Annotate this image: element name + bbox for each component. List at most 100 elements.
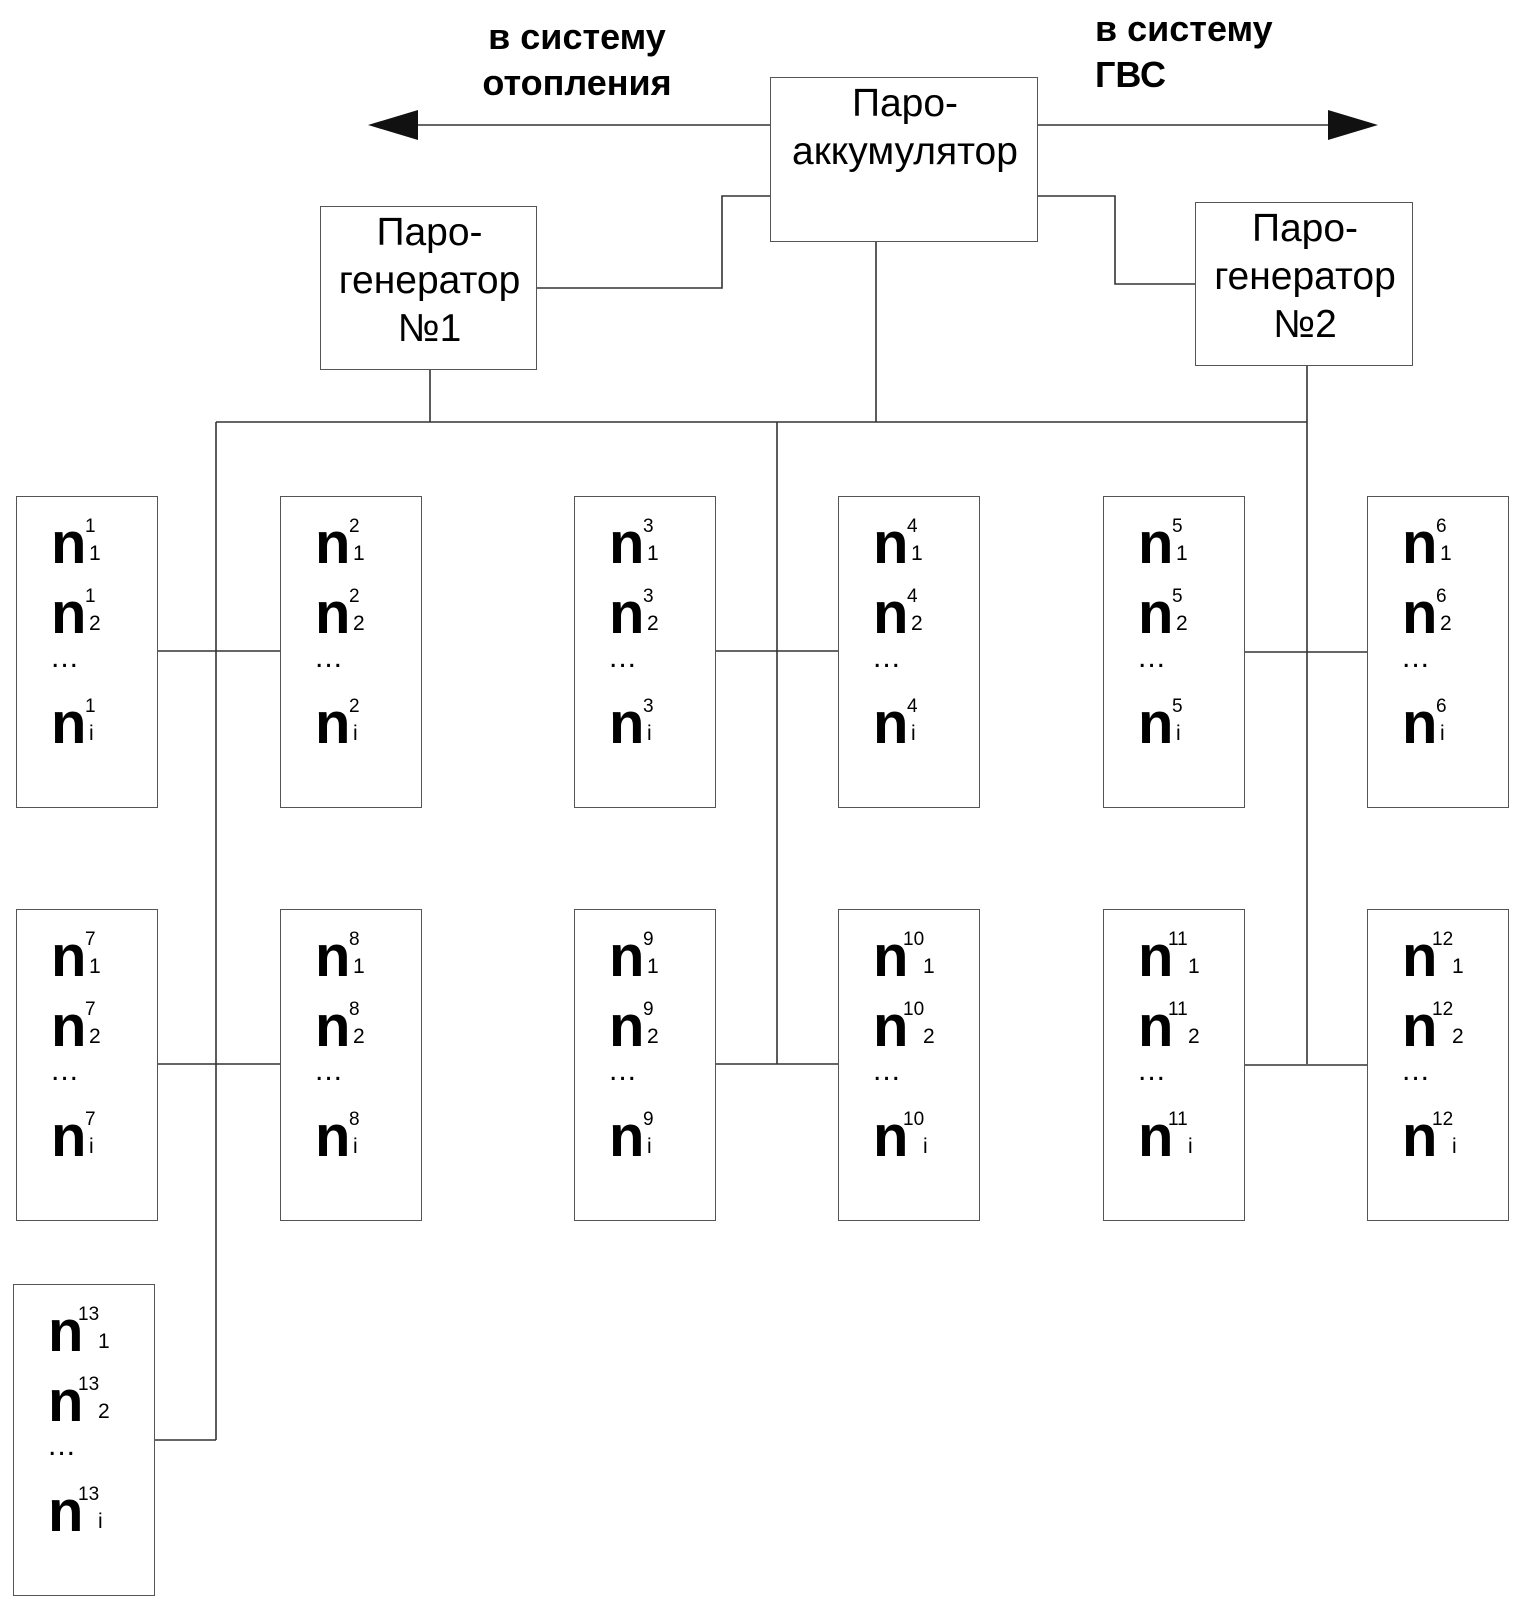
element-symbol: n (609, 511, 645, 576)
group-index-superscript: 4 (907, 586, 918, 607)
hot-water-destination-label: в систему ГВС (1095, 8, 1273, 95)
group-index-superscript: 13 (78, 1304, 100, 1325)
element-symbol: n (873, 511, 909, 576)
element-index-subscript: 1 (647, 955, 659, 978)
element-symbol: n (1402, 924, 1438, 989)
steam-generator-1-box: Паро- генератор №1 (320, 206, 537, 370)
group-index-superscript: 10 (903, 929, 925, 950)
heating-destination-label: в систему отопления (482, 16, 672, 103)
element-index-subscript: 1 (353, 542, 365, 565)
element-index-subscript: 1 (1188, 955, 1200, 978)
element-index-subscript: 1 (1440, 542, 1452, 565)
element-index-subscript: 1 (911, 542, 923, 565)
group-index-superscript: 7 (85, 1109, 96, 1130)
ellipsis: ... (609, 1054, 638, 1087)
group-index-superscript: 12 (1432, 999, 1454, 1020)
element-index-subscript: 2 (923, 1025, 935, 1048)
group-index-superscript: 7 (85, 929, 96, 950)
ellipsis: ... (51, 641, 80, 674)
element-symbol: n (1402, 581, 1438, 646)
ellipsis: ... (873, 641, 902, 674)
gen2-link (1038, 195, 1195, 285)
element-index-subscript: 2 (353, 1025, 365, 1048)
group-index-superscript: 6 (1436, 586, 1447, 607)
element-index-subscript: i (98, 1510, 103, 1533)
element-index-subscript: i (1176, 722, 1181, 745)
group-index-superscript: 3 (643, 516, 654, 537)
element-index-subscript: i (89, 1135, 94, 1158)
group-index-superscript: 6 (1436, 696, 1447, 717)
element-index-subscript: 1 (1452, 955, 1464, 978)
ellipsis: ... (1138, 1054, 1167, 1087)
element-index-subscript: 1 (89, 542, 101, 565)
group-index-superscript: 9 (643, 1109, 654, 1130)
ellipsis: ... (1402, 1054, 1431, 1087)
element-symbol: n (48, 1369, 84, 1434)
element-symbol: n (1138, 1104, 1174, 1169)
hot-water-arrowhead (1328, 110, 1378, 140)
element-index-subscript: 2 (647, 1025, 659, 1048)
element-symbol: n (1402, 511, 1438, 576)
group-index-superscript: 3 (643, 586, 654, 607)
element-symbol: n (51, 581, 87, 646)
group-index-superscript: 8 (349, 999, 360, 1020)
element-symbol: n (48, 1479, 84, 1544)
group-index-superscript: 13 (78, 1374, 100, 1395)
group-index-superscript: 7 (85, 999, 96, 1020)
group-index-superscript: 8 (349, 929, 360, 950)
element-index-subscript: 1 (353, 955, 365, 978)
group-index-superscript: 4 (907, 516, 918, 537)
steam-generator-2-box: Паро- генератор №2 (1195, 202, 1413, 366)
element-index-subscript: i (1440, 722, 1445, 745)
group-index-superscript: 2 (349, 586, 360, 607)
element-symbol: n (51, 1104, 87, 1169)
element-index-subscript: i (923, 1135, 928, 1158)
element-index-subscript: 1 (647, 542, 659, 565)
element-index-subscript: 2 (911, 612, 923, 635)
group-index-superscript: 3 (643, 696, 654, 717)
element-symbol: n (1138, 994, 1174, 1059)
element-index-subscript: 2 (89, 612, 101, 635)
ellipsis: ... (1138, 641, 1167, 674)
group-index-superscript: 11 (1168, 1109, 1188, 1130)
steam-generator-2-label: Паро- генератор №2 (1214, 207, 1396, 346)
element-index-subscript: 2 (353, 612, 365, 635)
ellipsis: ... (315, 1054, 344, 1087)
element-symbol: n (315, 924, 351, 989)
element-symbol: n (51, 691, 87, 756)
group-index-superscript: 11 (1168, 929, 1188, 950)
element-symbol: n (873, 1104, 909, 1169)
ellipsis: ... (1402, 641, 1431, 674)
group-index-superscript: 2 (349, 696, 360, 717)
element-symbol: n (609, 994, 645, 1059)
steam-accumulator-box: Паро- аккумулятор (770, 77, 1038, 242)
group-index-superscript: 5 (1172, 516, 1183, 537)
group-index-superscript: 1 (85, 516, 96, 537)
group-index-superscript: 13 (78, 1484, 100, 1505)
ellipsis: ... (315, 641, 344, 674)
element-symbol: n (609, 1104, 645, 1169)
element-symbol: n (315, 994, 351, 1059)
element-symbol: n (1402, 1104, 1438, 1169)
group-index-superscript: 9 (643, 929, 654, 950)
element-index-subscript: 2 (98, 1400, 110, 1423)
element-symbol: n (51, 924, 87, 989)
steam-generator-1-label: Паро- генератор №1 (338, 211, 521, 350)
ellipsis: ... (51, 1054, 80, 1087)
element-index-subscript: 1 (89, 955, 101, 978)
group-index-superscript: 4 (907, 696, 918, 717)
element-index-subscript: 2 (1176, 612, 1188, 635)
element-symbol: n (51, 511, 87, 576)
element-index-subscript: i (353, 722, 358, 745)
element-symbol: n (873, 994, 909, 1059)
element-index-subscript: 2 (1188, 1025, 1200, 1048)
group-index-superscript: 2 (349, 516, 360, 537)
